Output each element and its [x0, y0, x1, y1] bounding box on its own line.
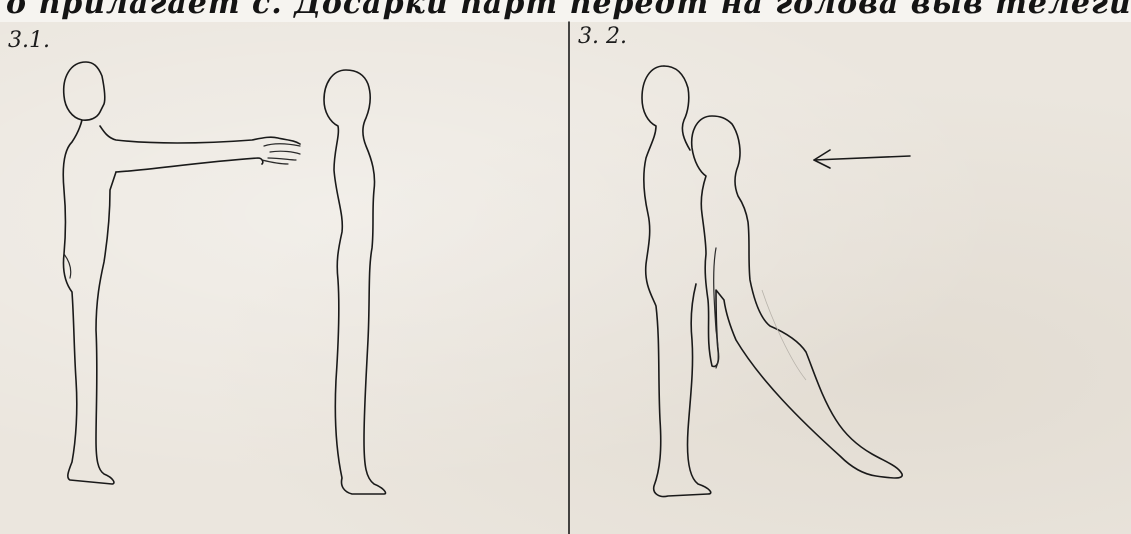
pencil-mark [762, 290, 806, 380]
figure-leg-extended [692, 116, 902, 478]
figure-arm-extended [63, 62, 300, 484]
figure-standing-back [642, 66, 711, 497]
figure-standing [324, 70, 386, 494]
direction-arrow-icon [814, 150, 910, 168]
